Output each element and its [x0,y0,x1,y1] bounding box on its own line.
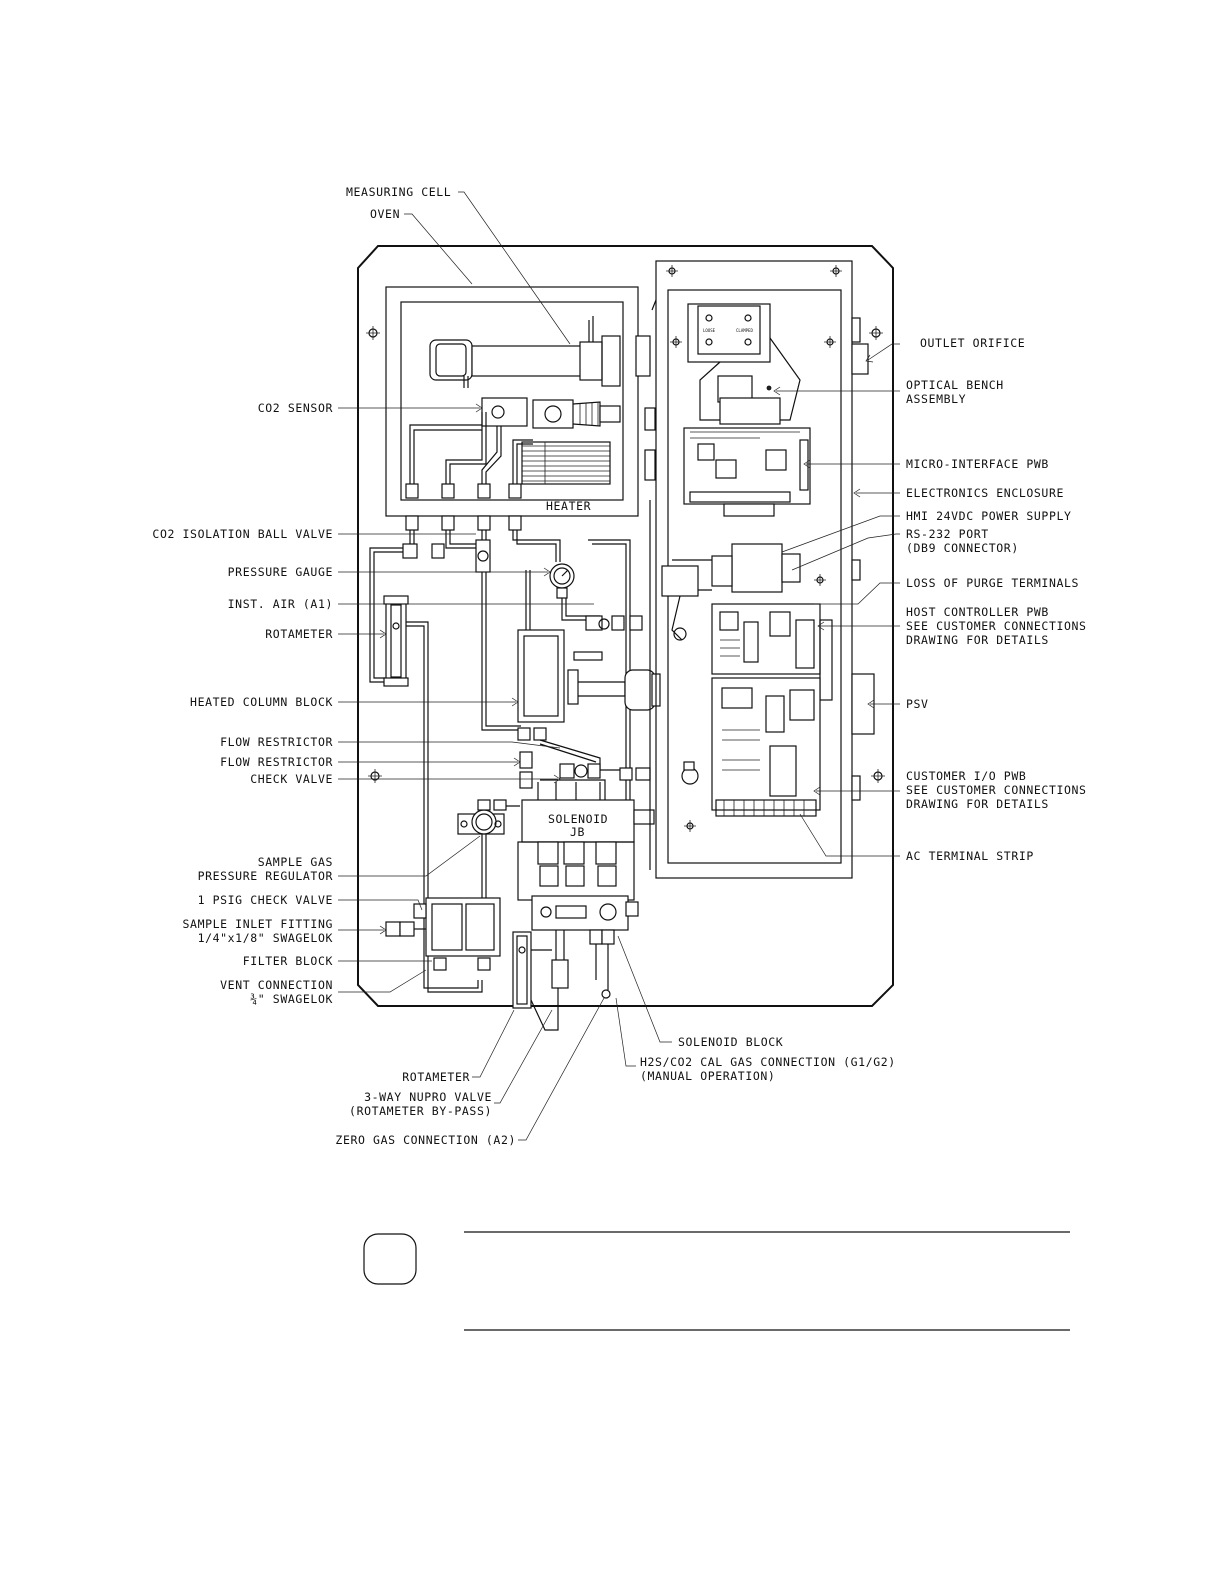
label-flow-restrictor-1: FLOW RESTRICTOR [220,735,333,749]
label-filter-block: FILTER BLOCK [243,954,333,968]
label-optical-bench-1: OPTICAL BENCH [906,378,1004,392]
label-oven: OVEN [370,207,400,221]
label-cal-gas-2: (MANUAL OPERATION) [640,1069,775,1083]
label-sample-inlet-1: SAMPLE INLET FITTING [183,917,333,931]
label-electronics-enclosure: ELECTRONICS ENCLOSURE [906,486,1064,500]
label-micro-interface: MICRO-INTERFACE PWB [906,457,1049,471]
mounting-hole-mr [871,769,885,783]
micro-interface-pwb [683,427,811,517]
label-sample-inlet-2: 1/4"x1/8" SWAGELOK [198,931,333,945]
mounting-hole-tr [869,326,883,340]
clamped-label: CLAMPED [736,328,753,333]
main-panel [357,245,894,1007]
loose-label: LOOSE [703,328,716,333]
label-vent-connection-1: VENT CONNECTION [220,978,333,992]
label-heated-column-block: HEATED COLUMN BLOCK [190,695,333,709]
label-sample-gas-2: PRESSURE REGULATOR [198,869,333,883]
isolation-ball-valve [402,539,491,573]
label-hmi-power: HMI 24VDC POWER SUPPLY [906,509,1072,523]
solenoid-jb-label-2: JB [570,825,585,839]
label-ac-terminal-strip: AC TERMINAL STRIP [906,849,1034,863]
rotameter-bottom [512,931,532,1009]
label-outlet-orifice: OUTLET ORIFICE [920,336,1025,350]
inst-air-fitting [585,615,643,631]
electronics-enclosure [649,260,875,879]
co2-sensor-assembly [481,397,621,429]
sample-inlet-fitting [385,921,426,937]
label-cal-gas-1: H2S/CO2 CAL GAS CONNECTION (G1/G2) [640,1055,896,1069]
note-box [363,1231,1070,1331]
cal-gas-connections [589,929,615,999]
label-psig-check-valve: 1 PSIG CHECK VALVE [198,893,333,907]
label-zero-gas: ZERO GAS CONNECTION (A2) [335,1133,516,1147]
label-loss-of-purge: LOSS OF PURGE TERMINALS [906,576,1079,590]
label-rs232-1: RS-232 PORT [906,527,989,541]
label-co2-isolation-ball-valve: CO2 ISOLATION BALL VALVE [152,527,333,541]
label-check-valve: CHECK VALVE [250,772,333,786]
mounting-hole-ml [368,769,382,783]
heated-column-block [517,629,661,723]
label-host-controller-3: DRAWING FOR DETAILS [906,633,1049,647]
rotameter-left [383,595,409,687]
label-pressure-gauge: PRESSURE GAUGE [228,565,333,579]
label-inst-air: INST. AIR (A1) [228,597,333,611]
label-nupro-valve-1: 3-WAY NUPRO VALVE [364,1090,492,1104]
note-icon [363,1233,417,1285]
filter-block [413,897,501,971]
label-rotameter-left: ROTAMETER [265,627,333,641]
hmi-power-supply [672,543,801,593]
oven-tubing [405,412,533,499]
oven-side-ports [635,335,656,481]
label-host-controller-2: SEE CUSTOMER CONNECTIONS [906,619,1087,633]
plumbing-tubing [369,515,631,993]
measuring-cell-assembly [429,316,621,388]
solenoid-jb [521,782,655,843]
heater-element [521,441,611,485]
enclosure-hole-mr [824,336,836,348]
check-valve [540,763,606,800]
label-rotameter-bottom: ROTAMETER [402,1070,470,1084]
label-co2-sensor: CO2 SENSOR [258,401,333,415]
label-solenoid-block: SOLENOID BLOCK [678,1035,783,1049]
leader-lines [338,191,900,1141]
enclosure-hole-bl [684,820,696,832]
label-rs232-2: (DB9 CONNECTOR) [906,541,1019,555]
enclosure-hole-ml [670,336,682,348]
label-host-controller-1: HOST CONTROLLER PWB [906,605,1049,619]
mounting-hole-tl [366,326,380,340]
purge-fittings [661,565,699,785]
host-controller-pwb [711,603,833,701]
customer-io-pwb [711,677,821,817]
pressure-gauge [549,563,575,599]
label-customer-io-2: SEE CUSTOMER CONNECTIONS [906,783,1087,797]
mounting-holes [366,326,885,783]
enclosure-hole-tl [666,265,678,277]
solenoid-block [517,841,639,931]
label-measuring-cell: MEASURING CELL [346,185,451,199]
enclosure-hole-tr [830,265,842,277]
enclosure-hole-br [814,574,826,586]
solenoid-jb-label-1: SOLENOID [548,812,608,826]
label-psv: PSV [906,697,929,711]
optical-bench-assembly: LOOSE CLAMPED [687,303,801,425]
heater-label: HEATER [546,499,591,513]
sample-gas-regulator [457,799,520,898]
label-customer-io-1: CUSTOMER I/O PWB [906,769,1026,783]
nupro-valve [530,930,569,1031]
label-customer-io-3: DRAWING FOR DETAILS [906,797,1049,811]
label-vent-connection-2: ¾" SWAGELOK [250,992,333,1006]
label-optical-bench-2: ASSEMBLY [906,392,966,406]
label-flow-restrictor-2: FLOW RESTRICTOR [220,755,333,769]
label-nupro-valve-2: (ROTAMETER BY-PASS) [349,1104,492,1118]
label-sample-gas-1: SAMPLE GAS [258,855,333,869]
callout-labels: MEASURING CELL OVEN CO2 SENSOR CO2 ISOLA… [152,185,1086,1147]
